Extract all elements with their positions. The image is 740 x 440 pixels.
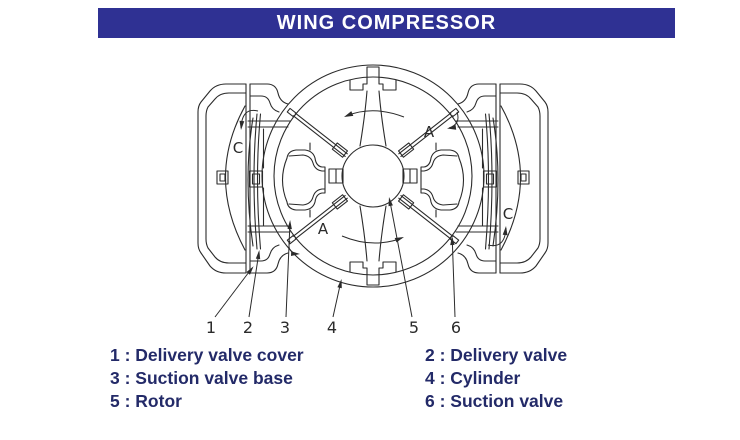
leader-lines [214,197,456,318]
zone-label-c-lower-right: C [503,205,513,223]
part-number-2: 2 [243,318,253,337]
right-valve-cover [495,83,549,274]
legend-item-1: 1 : Delivery valve cover [110,345,304,365]
legend-item-6: 6 : Suction valve [425,391,564,411]
rotor-wings [286,107,460,245]
port-chambers [281,142,465,218]
legend-item-3: 3 : Suction valve base [110,368,293,388]
part-number-labels: 1 2 3 4 5 6 [206,318,461,337]
title-bar: WING COMPRESSOR [98,8,675,38]
casting-flanges [249,83,497,274]
page-title: WING COMPRESSOR [276,11,497,34]
flow-arrows-c [239,109,508,247]
zone-label-a-lower-left: A [318,220,329,238]
part-number-1: 1 [206,318,216,337]
port-passages [247,120,499,233]
zone-letter-labels: C A A C [233,123,513,238]
rotation-arrows [341,110,405,244]
part-number-3: 3 [280,318,290,337]
legend-item-4: 4 : Cylinder [425,368,521,388]
legend-item-5: 5 : Rotor [110,391,182,411]
part-number-5: 5 [409,318,419,337]
valve-plates [247,113,499,250]
zone-label-a-upper-right: A [424,123,435,141]
left-valve-cover [197,83,251,274]
part-number-4: 4 [327,318,337,337]
zone-label-c-upper-left: C [233,139,243,157]
part-number-6: 6 [451,318,461,337]
seal-seats [349,66,397,286]
legend-item-2: 2 : Delivery valve [425,345,568,365]
rotor [328,90,418,262]
parts-legend: 1 : Delivery valve cover 2 : Delivery va… [110,345,610,411]
